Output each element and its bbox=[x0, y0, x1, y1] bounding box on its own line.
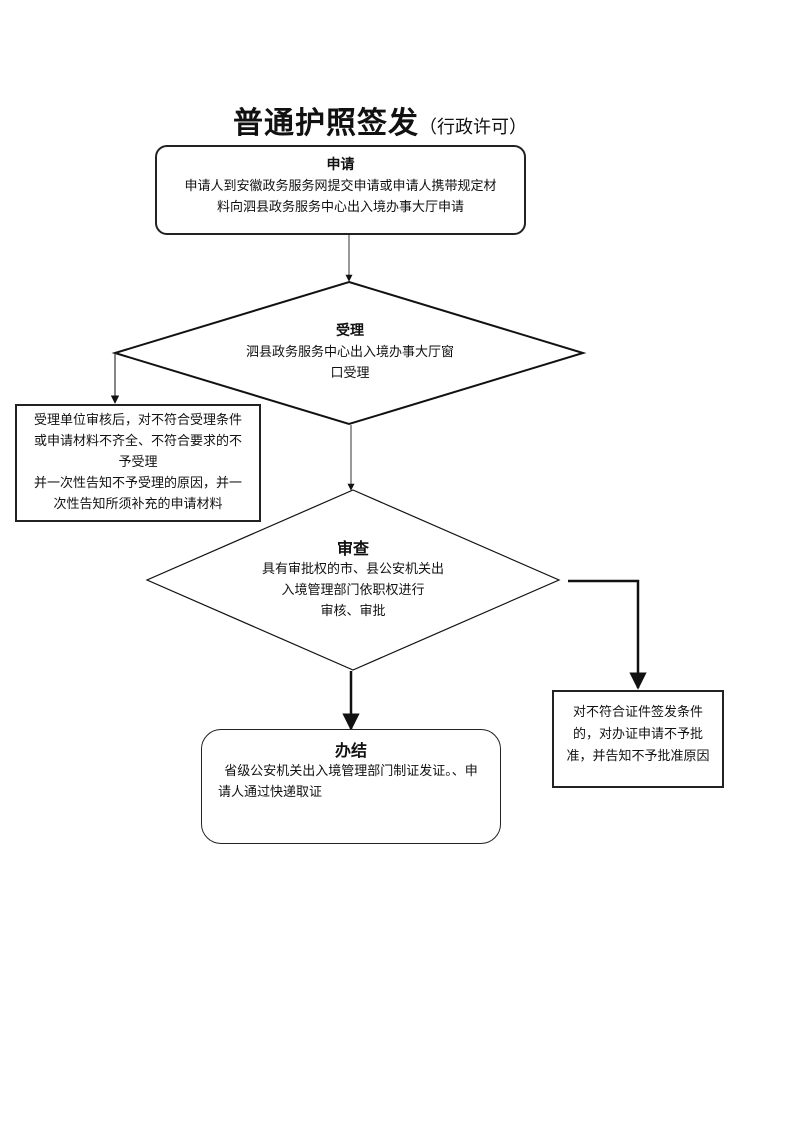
review-line3: 审核、审批 bbox=[320, 604, 386, 619]
deny-line1: 对不符合证件签发条件 bbox=[572, 705, 703, 720]
review-text: 审查 具有审批权的市、县公安机关出 入境管理部门依职权进行 审核、审批 bbox=[203, 538, 503, 622]
accept-line2: 口受理 bbox=[330, 366, 370, 381]
review-diamond bbox=[145, 489, 561, 671]
done-box: 办结 省级公安机关出入境管理部门制证发证。、申 请人通过快递取证 bbox=[201, 729, 501, 844]
done-heading: 办结 bbox=[334, 741, 367, 760]
arrow-review-to-deny bbox=[568, 579, 647, 690]
accept-text: 受理 泗县政务服务中心出入境办事大厅窗 口受理 bbox=[190, 321, 510, 384]
reject-line4: 并一次性告知不予受理的原因，并一 bbox=[33, 476, 242, 491]
apply-line1: 申请人到安徽政务服务网提交申请或申请人携带规定材 bbox=[184, 179, 497, 194]
title-sub: （行政许可） bbox=[419, 117, 527, 138]
title-main: 普通护照签发 bbox=[233, 106, 419, 141]
apply-box: 申请 申请人到安徽政务服务网提交申请或申请人携带规定材 料向泗县政务服务中心出入… bbox=[155, 145, 526, 235]
deny-box: 对不符合证件签发条件 的，对办证申请不予批 准，并告知不予批准原因 bbox=[552, 690, 724, 788]
reject-line5: 次性告知所须补充的申请材料 bbox=[53, 497, 223, 512]
review-line1: 具有审批权的市、县公安机关出 bbox=[261, 562, 444, 577]
done-line1: 省级公安机关出入境管理部门制证发证。、申 bbox=[224, 764, 478, 779]
accept-heading: 受理 bbox=[336, 323, 364, 339]
reject-box: 受理单位审核后，对不符合受理条件 或申请材料不齐全、不符合要求的不 予受理 并一… bbox=[15, 404, 261, 522]
deny-line3: 准，并告知不予批准原因 bbox=[566, 749, 710, 764]
review-line2: 入境管理部门依职权进行 bbox=[281, 583, 425, 598]
apply-line2: 料向泗县政务服务中心出入境办事大厅申请 bbox=[216, 200, 464, 215]
apply-heading: 申请 bbox=[326, 157, 355, 173]
done-line2: 请人通过快递取证 bbox=[218, 785, 323, 800]
page-title: 普通护照签发（行政许可） bbox=[0, 98, 760, 142]
review-heading: 审查 bbox=[336, 539, 369, 558]
deny-line2: 的，对办证申请不予批 bbox=[572, 727, 703, 742]
accept-diamond bbox=[111, 280, 587, 426]
reject-line3: 予受理 bbox=[118, 455, 158, 470]
reject-line1: 受理单位审核后，对不符合受理条件 bbox=[33, 413, 242, 428]
reject-line2: 或申请材料不齐全、不符合要求的不 bbox=[33, 434, 242, 449]
accept-line1: 泗县政务服务中心出入境办事大厅窗 bbox=[245, 345, 454, 360]
